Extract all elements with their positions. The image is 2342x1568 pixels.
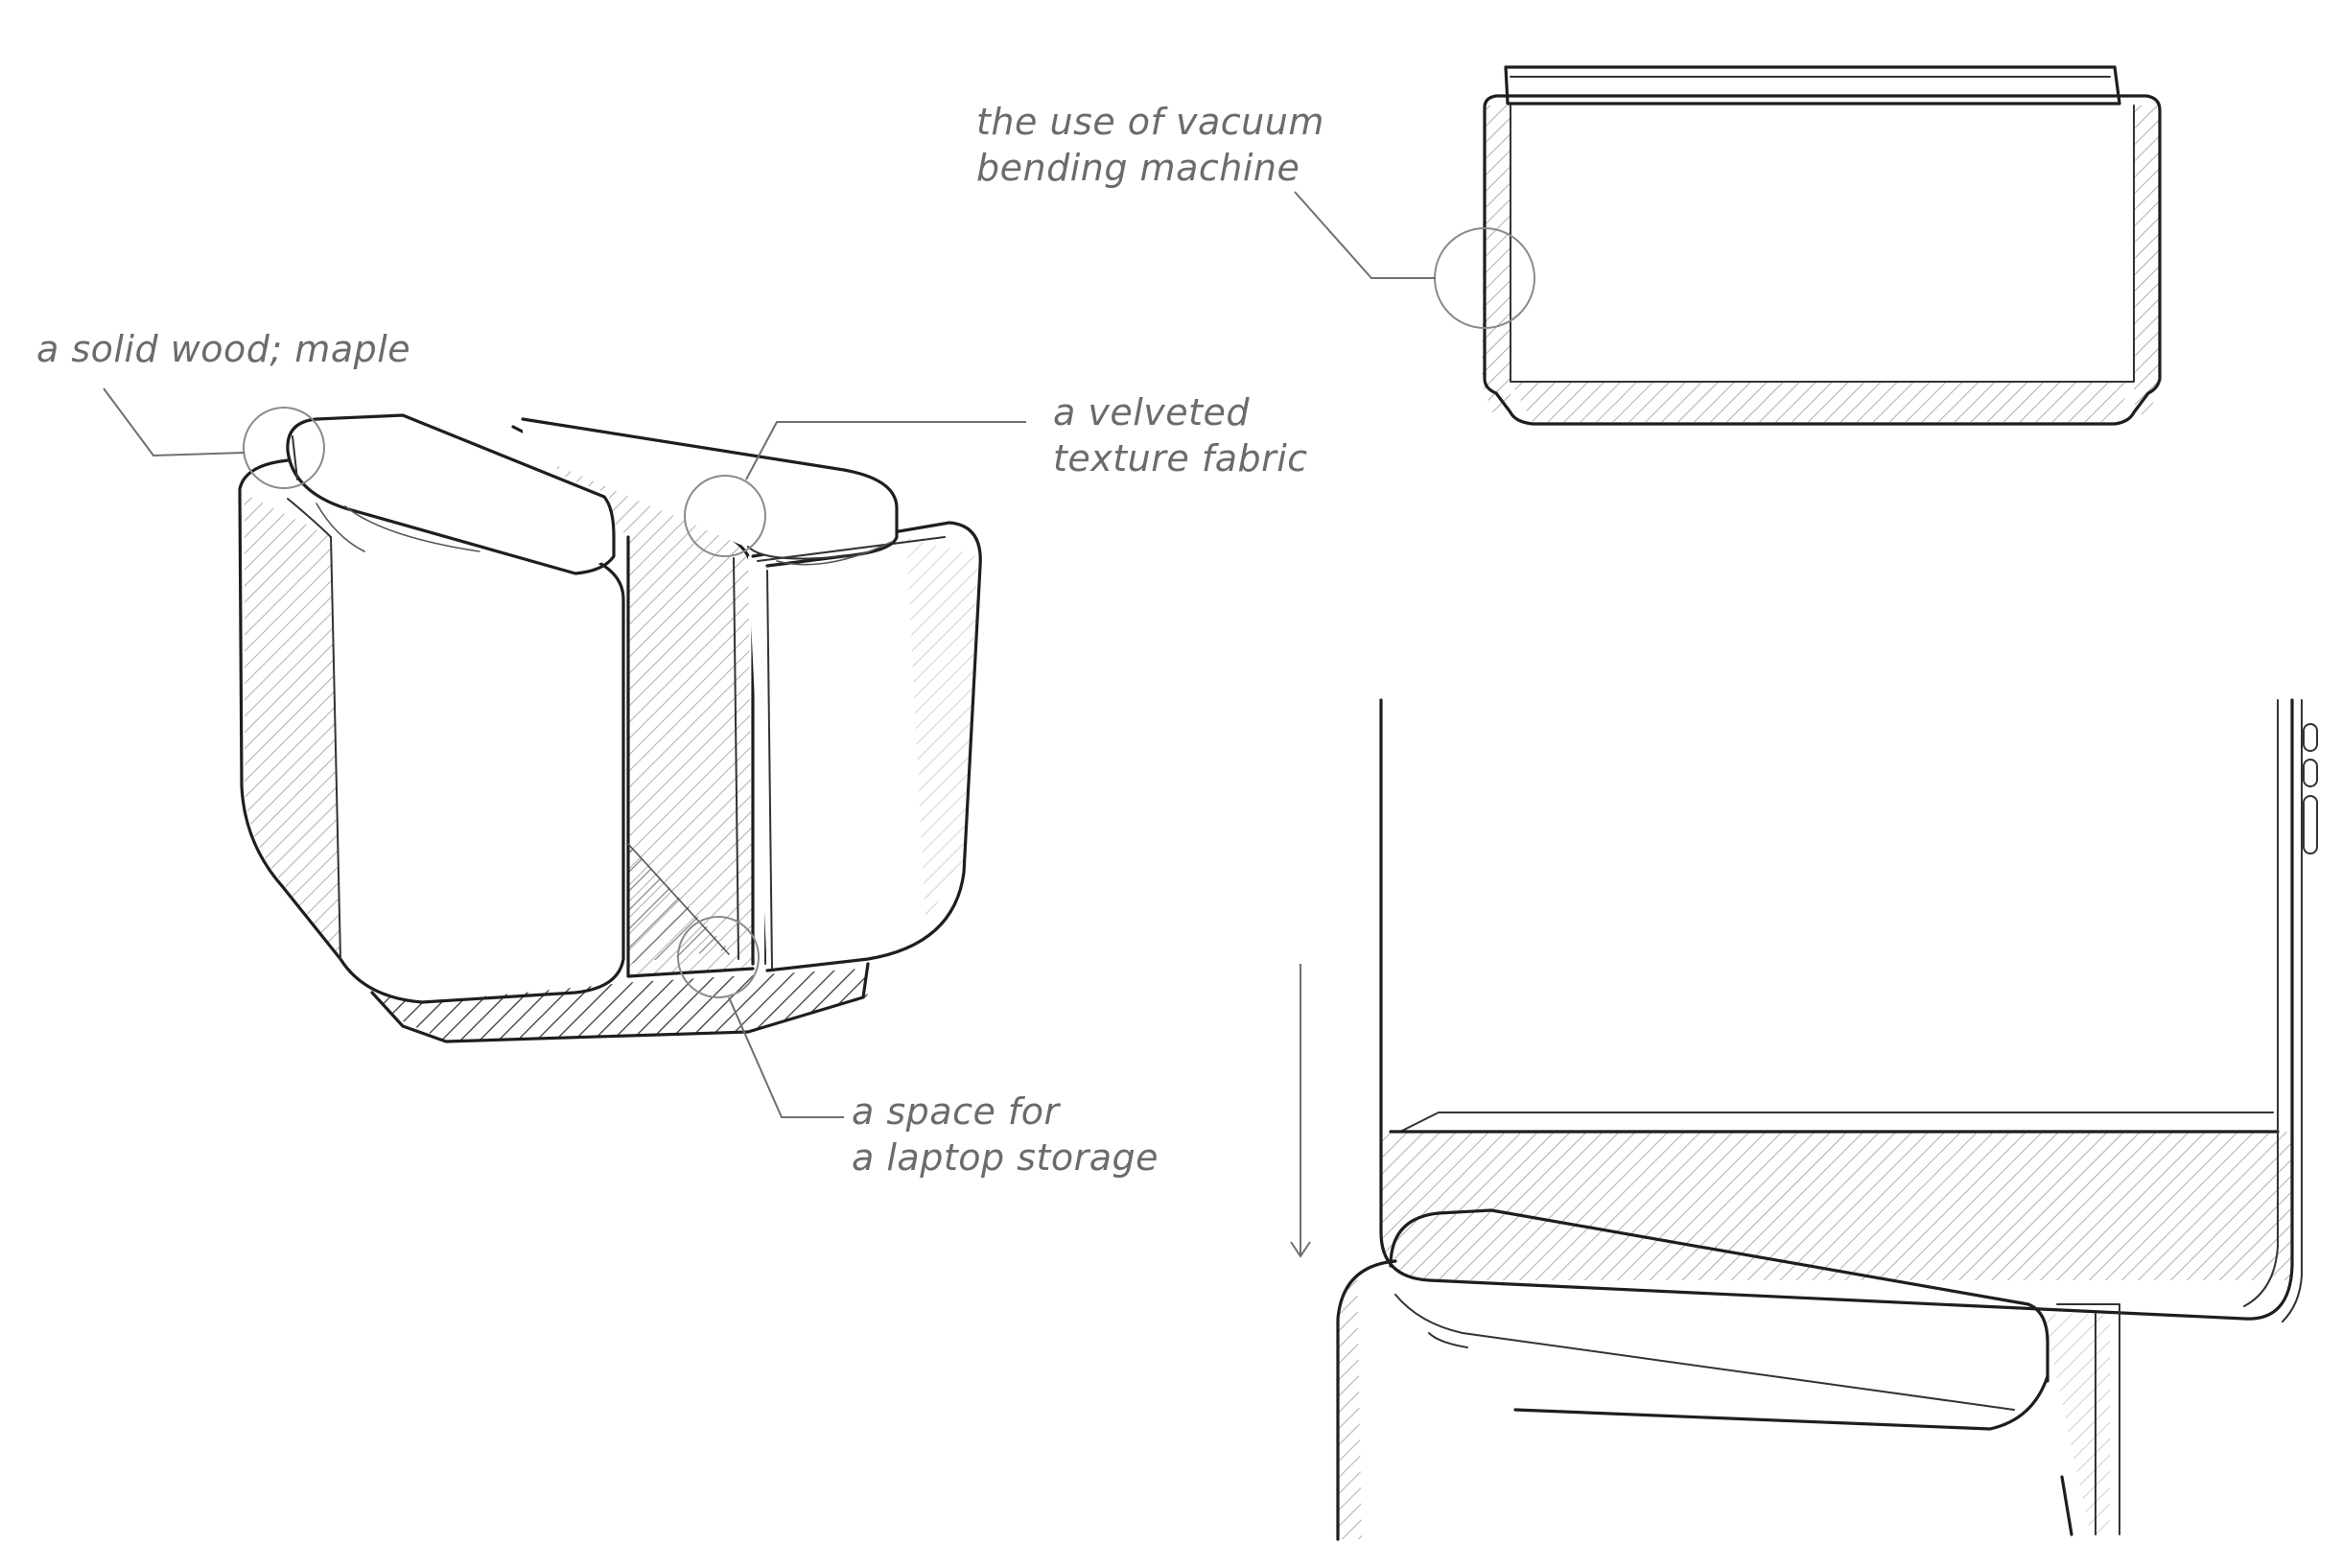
- laptop-insertion-sketch: [1290, 698, 2318, 1541]
- annotation-solid-wood: a solid wood; maple: [36, 326, 410, 372]
- annotation-solid-wood-line-1: a solid wood; maple: [36, 328, 411, 370]
- down-arrow-icon: [1290, 964, 1311, 1258]
- annotation-laptop-space-line-1: a space for: [852, 1090, 1060, 1133]
- annotation-velvet-line-1: a velveted: [1053, 391, 1251, 433]
- annotation-velvet-fabric: a velveted texture fabric: [1053, 389, 1308, 481]
- annotation-vacuum-line-2: bending machine: [976, 147, 1300, 189]
- annotation-laptop-space: a space for a laptop storage: [852, 1088, 1159, 1181]
- annotation-laptop-space-line-2: a laptop storage: [852, 1136, 1159, 1179]
- perspective-stand-sketch: [103, 387, 1026, 1118]
- annotation-vacuum-bending: the use of vacuum bending machine: [976, 99, 1324, 191]
- annotation-vacuum-line-1: the use of vacuum: [976, 101, 1324, 143]
- front-elevation-sketch: [1294, 65, 2162, 426]
- annotation-velvet-line-2: texture fabric: [1053, 437, 1308, 480]
